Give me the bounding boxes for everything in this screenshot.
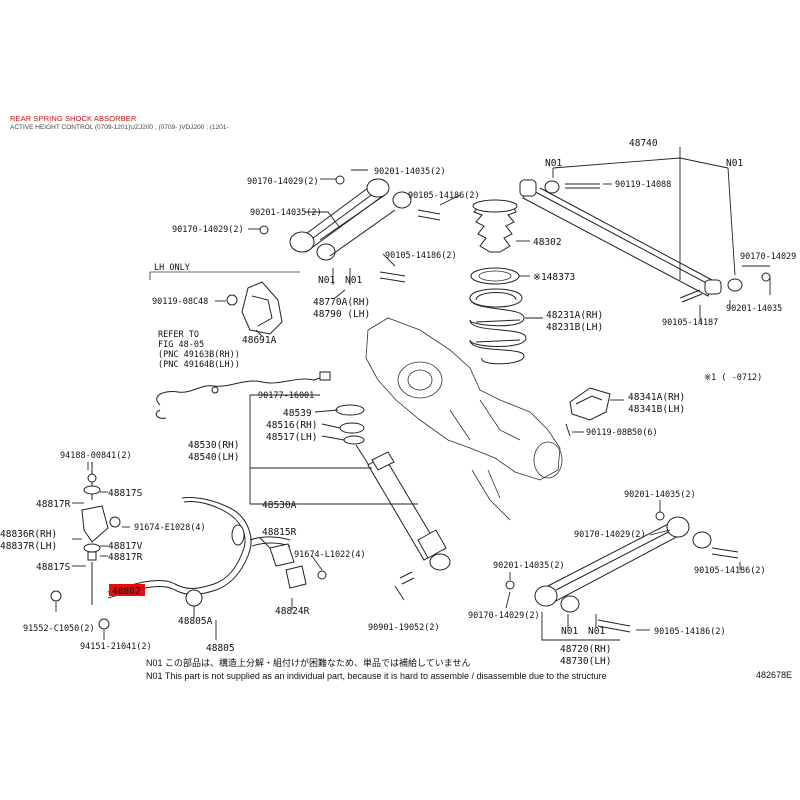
label-48539: 48539 [283,408,312,419]
label-90201-14035-bm: 90201-14035(2) [493,561,565,571]
label-n01-d: N01 [345,275,362,286]
label-48815r: 48815R [262,527,297,538]
bracket-48341a [565,387,611,437]
lateral-rod-48740 [519,179,771,303]
refer-line-1: REFER TO [158,330,199,340]
stabilizer-link-group [50,462,121,630]
label-90170-14029-bm: 90170-14029(2) [468,611,540,621]
footnote-en: N01 This part is not supplied as an indi… [146,671,607,681]
refer-line-4: (PNC 49164B(LH)) [158,360,240,370]
lh-only-frame [149,271,300,280]
label-91552-c1050: 91552-C1050(2) [23,624,95,634]
label-90177-16001: 90177-16001 [258,391,314,401]
diagram-code: 482678E [755,670,792,680]
label-48805a: 48805A [178,616,213,627]
label-48817s-b: 48817S [36,562,71,573]
refer-line-2: FIG 48-05 [158,340,204,350]
label-48805: 48805 [206,643,235,654]
diagram-title: REAR SPRING SHOCK ABSORBER [10,114,137,123]
label-48817v: 48817V [108,541,143,552]
bump-stopper-48302 [472,199,518,253]
label-48530: 48530(RH) [188,440,239,451]
label-48720: 48720(RH) [560,644,611,655]
coil-spring-48231 [469,288,527,365]
label-48824r: 48824R [275,606,310,617]
stabilizer-bar-48805 [107,497,327,607]
label-90170-14029-br: 90170-14029(2) [574,530,646,540]
label-48516: 48516(RH) [266,420,317,431]
label-94151-21041: 94151-21041(2) [80,642,152,652]
label-n01-a: N01 [545,158,562,169]
label-90170-14029-tl2: 90170-14029(2) [172,225,244,235]
shock-absorber-48530 [335,404,451,585]
label-90119-14088: 90119-14088 [615,180,671,190]
label-48517: 48517(LH) [266,432,317,443]
label-48341a: 48341A(RH) [628,392,685,403]
label-48740: 48740 [629,138,658,149]
label-90901-19052: 90901-19052(2) [368,623,440,633]
refer-line-3: (PNC 49163B(RH)) [158,350,240,360]
height-sensor-hose [155,371,331,419]
label-48817r-a: 48817R [36,499,71,510]
bracket-48691a [226,281,283,335]
label-90105-14187: 90105-14187 [662,318,718,328]
label-lh-only: LH ONLY [154,263,190,273]
label-90105-14186-bm: 90105-14186(2) [654,627,726,637]
label-91674-e1028: 91674-E1028(4) [134,523,206,533]
label-48837r: 48837R(LH) [0,541,57,552]
axle-housing [365,317,563,521]
label-48302: 48302 [533,237,562,248]
label-n01-f: N01 [588,626,605,637]
label-90201-14035-r: 90201-14035 [726,304,782,314]
label-90201-14035-tl: 90201-14035(2) [250,208,322,218]
label-90119-08b50: 90119-08B50(6) [586,428,658,438]
label-90201-14035-tc: 90201-14035(2) [374,167,446,177]
label-90105-14186-br: 90105-14186(2) [694,566,766,576]
label-48730: 48730(LH) [560,656,611,667]
label-48790: 48790 (LH) [313,309,370,320]
label-48770a: 48770A(RH) [313,297,370,308]
label-90170-14029-r: 90170-14029 [740,252,796,262]
lower-arm-48720 [505,511,739,633]
label-48530a: 48530A [262,500,297,511]
label-48341b: 48341B(LH) [628,404,685,415]
label-n01-b: N01 [726,158,743,169]
label-90170-14029-tl: 90170-14029(2) [247,177,319,187]
label-48817r-b: 48817R [108,552,143,563]
label-90105-14186-t: 90105-14186(2) [408,191,480,201]
label-note1: ※1 ( -0712) [704,373,762,383]
label-94188-00841: 94188-00841(2) [60,451,132,461]
label-90201-14035-br: 90201-14035(2) [624,490,696,500]
spring-seat-148373 [470,267,520,285]
label-48817s-a: 48817S [108,488,143,499]
label-90105-14186-t2: 90105-14186(2) [385,251,457,261]
footnote-jp: N01 この部品は、構造上分解・組付けが困難なため、単品では補給していません [146,658,471,668]
label-148373: ※148373 [533,272,575,283]
label-48540: 48540(LH) [188,452,239,463]
label-90119-08c48: 90119-08C48 [152,297,208,307]
upper-arm-48770a [259,175,441,283]
label-48691a: 48691A [242,335,277,346]
label-48836r: 48836R(RH) [0,529,57,540]
label-48231b: 48231B(LH) [546,322,603,333]
highlight-48802 [109,584,145,596]
label-48802: 48802 [112,586,141,597]
label-91674-l1022: 91674-L1022(4) [294,550,366,560]
label-n01-e: N01 [561,626,578,637]
label-48231a: 48231A(RH) [546,310,603,321]
label-n01-c: N01 [318,275,335,286]
diagram-subtitle: ACTIVE HEIGHT CONTROL (0709-1201)UZJ200 … [10,124,229,131]
